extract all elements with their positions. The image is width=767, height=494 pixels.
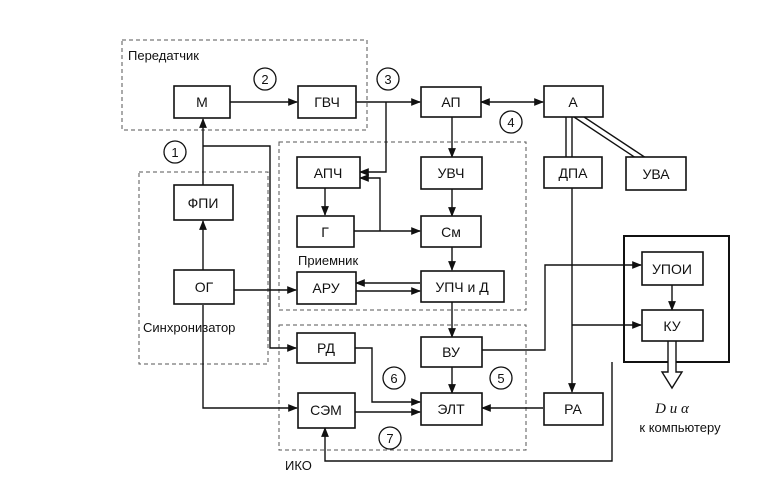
block-g-label: Г (321, 224, 329, 240)
block-fpi: ФПИ (173, 184, 234, 221)
block-ku: КУ (641, 309, 704, 342)
block-gvch: ГВЧ (297, 85, 357, 119)
block-dpa: ДПА (543, 156, 603, 189)
block-a: А (543, 85, 604, 118)
block-rd: РД (296, 332, 356, 364)
block-rd-label: РД (317, 340, 335, 356)
block-elt: ЭЛТ (420, 392, 483, 426)
marker-2: 2 (253, 67, 277, 91)
block-uvch: УВЧ (420, 156, 483, 190)
receiver-label: Приемник (298, 253, 358, 268)
svg-text:7: 7 (386, 431, 393, 446)
block-uva: УВА (625, 156, 687, 191)
block-a-label: А (568, 94, 578, 110)
marker-1: 1 (163, 140, 187, 164)
block-vu-label: ВУ (442, 344, 460, 360)
block-ap: АП (420, 86, 482, 118)
block-elt-label: ЭЛТ (437, 401, 465, 417)
block-aru-label: АРУ (312, 280, 339, 296)
block-sem-label: СЭМ (310, 402, 342, 418)
block-ku-label: КУ (663, 318, 680, 334)
connections (199, 98, 684, 462)
marker-6: 6 (382, 366, 406, 390)
svg-text:1: 1 (171, 145, 178, 160)
block-vu: ВУ (420, 336, 483, 368)
marker-3: 3 (376, 67, 400, 91)
block-sm-label: См (441, 224, 461, 240)
block-og: ОГ (173, 269, 235, 305)
block-apch: АПЧ (296, 156, 361, 189)
svg-text:4: 4 (507, 115, 514, 130)
iko-group (278, 324, 527, 451)
svg-text:2: 2 (261, 72, 268, 87)
svg-text:3: 3 (384, 72, 391, 87)
block-fpi-label: ФПИ (188, 195, 219, 211)
transmitter-label: Передатчик (128, 48, 199, 63)
svg-text:6: 6 (390, 371, 397, 386)
block-ra: РА (543, 392, 604, 426)
block-upoi-label: УПОИ (652, 261, 692, 277)
synchronizer-label: Синхронизатор (143, 320, 235, 335)
iko-label: ИКО (285, 458, 312, 473)
block-m-label: М (196, 94, 208, 110)
output-label-1: D и α (654, 401, 690, 417)
marker-5: 5 (489, 366, 513, 390)
marker-4: 4 (499, 110, 523, 134)
block-apch-label: АПЧ (314, 165, 343, 181)
block-dpa-label: ДПА (559, 165, 589, 181)
block-sem: СЭМ (297, 392, 356, 429)
output-label-2: к компьютеру (639, 420, 721, 435)
block-ra-label: РА (564, 401, 582, 417)
block-sm: См (420, 215, 482, 248)
transmitter-group (121, 39, 368, 131)
block-uvch-label: УВЧ (438, 165, 465, 181)
block-m: М (173, 85, 231, 119)
block-gvch-label: ГВЧ (314, 94, 340, 110)
block-upoi: УПОИ (641, 251, 704, 286)
svg-text:5: 5 (497, 371, 504, 386)
block-g: Г (296, 215, 355, 248)
receiver-group (278, 141, 527, 311)
block-upch-label: УПЧ и Д (435, 279, 489, 295)
block-upch: УПЧ и Д (420, 270, 505, 303)
block-aru: АРУ (296, 271, 357, 305)
block-ap-label: АП (441, 94, 460, 110)
block-uva-label: УВА (642, 166, 670, 182)
marker-7: 7 (378, 426, 402, 450)
block-og-label: ОГ (195, 279, 214, 295)
